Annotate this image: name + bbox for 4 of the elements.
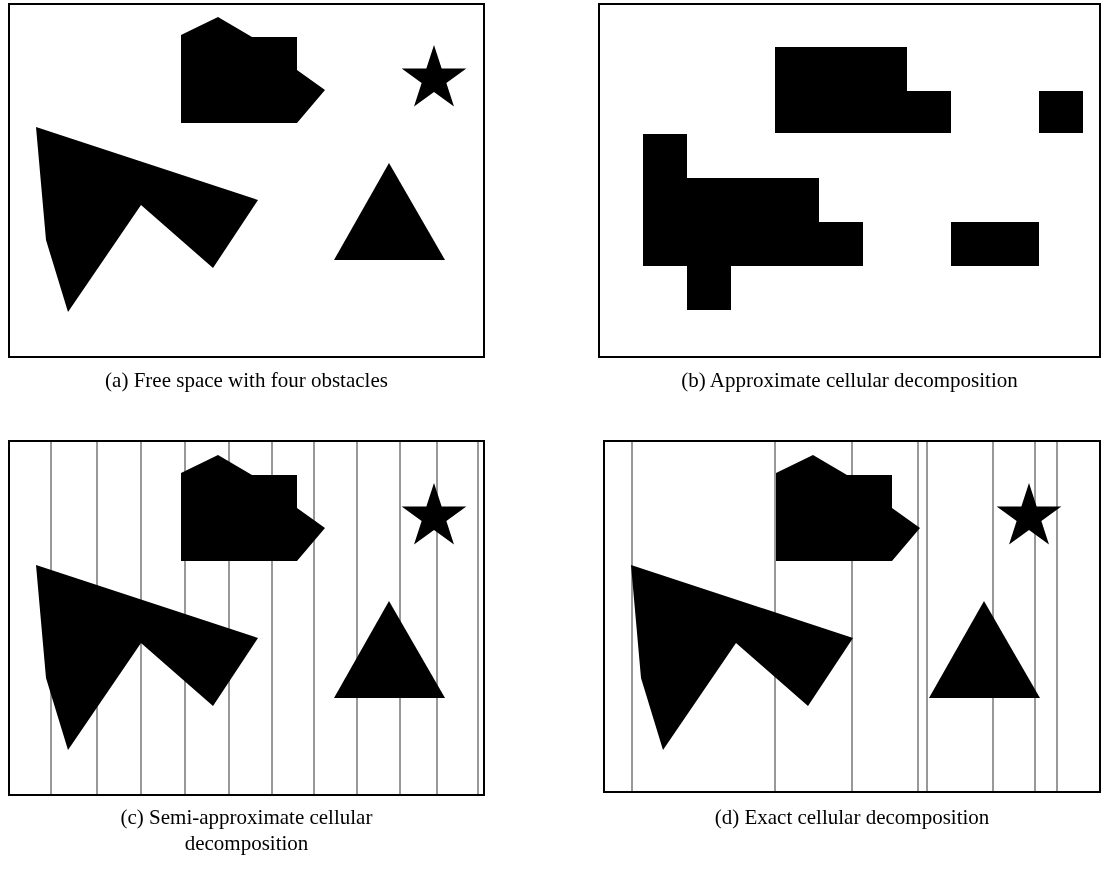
figure-caption: (c) Semi-approximate cellular decomposition [119, 804, 374, 856]
figure-caption: (d) Exact cellular decomposition [713, 804, 991, 830]
figure-caption: (a) Free space with four obstacles [104, 367, 389, 393]
figure-caption: (b) Approximate cellular decomposition [680, 367, 1019, 393]
